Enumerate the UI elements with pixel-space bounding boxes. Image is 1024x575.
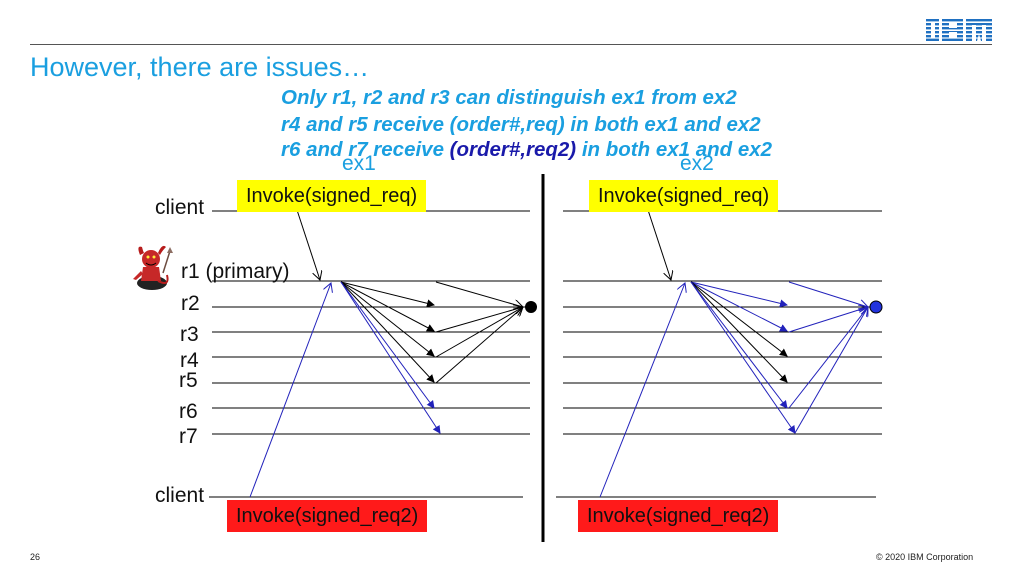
msg-ex1-r5-commit: [435, 307, 523, 384]
msg-ex2-r1-to-r6: [690, 281, 788, 409]
msg-ex1-r1-to-r2: [340, 281, 435, 308]
msg-ex1-client2-to-r1: [249, 283, 331, 498]
msg-ex1-r1-to-r7: [340, 281, 441, 434]
msg-ex2-r1-to-r3: [690, 281, 788, 332]
bullet-3: r6 and r7 receive (order#,req2) in both …: [281, 138, 772, 162]
timelines-ex1: [209, 210, 530, 498]
messages-ex1: [249, 209, 523, 498]
msg-ex2-r3-commit: [788, 307, 868, 333]
msg-ex1-r1-to-r3: [340, 281, 435, 332]
row-label-r3: r3: [180, 323, 199, 346]
row-label-client-top: client: [155, 196, 205, 219]
bullet-1: Only r1, r2 and r3 can distinguish ex1 f…: [281, 86, 737, 110]
msg-ex2-r1-to-r7: [690, 281, 796, 434]
messages-ex2: [599, 209, 868, 498]
row-label-r7: r7: [179, 425, 198, 448]
page-number: 26: [30, 552, 41, 562]
msg-ex2-r1-to-r4: [690, 281, 788, 357]
msg-ex2-r6-commit: [788, 307, 868, 409]
msg-ex2-r1-to-r2: [690, 281, 788, 308]
decision-dot-ex2: [869, 300, 883, 314]
msg-ex1-client-to-r1: [296, 209, 320, 280]
invoke-box-bottom-ex2: Invoke(signed_req2): [578, 500, 779, 532]
ibm-logo: [926, 19, 992, 41]
msg-ex2-client-to-r1: [647, 209, 671, 280]
msg-ex2-r1-commit: [788, 281, 868, 307]
bullet-1-text: Only r1, r2 and r3 can distinguish ex1 f…: [281, 86, 737, 109]
row-label-r4: r4: [180, 349, 199, 372]
copyright: © 2020 IBM Corporation: [876, 552, 974, 562]
malicious-devil-icon: [133, 245, 173, 290]
msg-ex2-r7-commit: [794, 307, 868, 434]
invoke-box-bottom-ex1: Invoke(signed_req2): [227, 500, 428, 532]
bullet-2-text: r4 and r5 receive (order#,req) in both e…: [281, 113, 761, 136]
msg-ex1-r3-commit: [435, 307, 523, 333]
timelines-ex2: [556, 210, 882, 498]
msg-ex1-r1-to-r5: [340, 281, 435, 383]
bullet-3-text: r6 and r7 receive: [281, 138, 450, 161]
msg-ex1-r1-to-r6: [340, 281, 435, 409]
row-label-r2: r2: [181, 292, 200, 315]
msg-ex2-client2-to-r1: [599, 283, 685, 498]
bullet-3-text-end: in both ex1 and ex2: [576, 138, 773, 161]
panel-label-ex2: ex2: [680, 152, 714, 175]
row-label-r1: r1 (primary): [181, 260, 290, 283]
header-rule: [30, 44, 992, 45]
msg-ex1-r4-commit: [435, 307, 523, 358]
slide-title: However, there are issues…: [30, 52, 370, 82]
msg-ex1-r1-commit: [435, 281, 523, 307]
bullet-2: r4 and r5 receive (order#,req) in both e…: [281, 113, 761, 137]
invoke-box-top-ex1: Invoke(signed_req): [237, 180, 427, 212]
decision-dot-ex1: [525, 301, 537, 313]
row-label-r5: r5: [179, 369, 198, 392]
msg-ex1-r1-to-r4: [340, 281, 435, 357]
invoke-box-top-ex2: Invoke(signed_req): [589, 180, 779, 212]
panel-label-ex1: ex1: [342, 152, 376, 175]
row-label-r6: r6: [179, 400, 198, 423]
bullet-3-highlight: (order#,req2): [449, 138, 577, 161]
msg-ex2-r1-to-r5: [690, 281, 788, 383]
row-label-client-bottom: client: [155, 484, 205, 507]
